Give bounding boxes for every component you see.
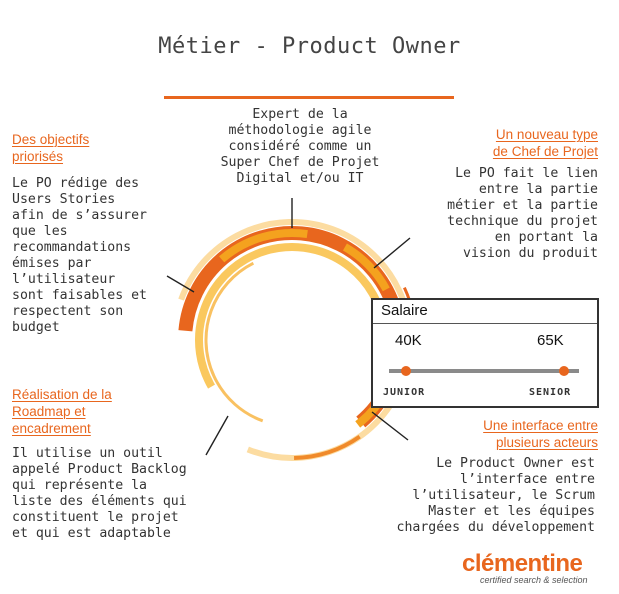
salary-title-rule [373,323,597,324]
clementine-logo: clémentine [462,550,583,577]
salary-junior-label: JUNIOR [383,387,426,398]
roadmap-heading-line-3: encadrement [12,421,91,436]
salary-junior-value: 40K [395,332,422,349]
objectifs-heading-line-2: priorisés [12,149,64,164]
connector-right [373,237,411,269]
ring-accent-arc [181,229,403,452]
interface-body: Le Product Owner est l’interface entre l… [396,456,596,535]
salary-senior-dot [559,366,569,376]
nouveau-type-body: Le PO fait le lien entre la partie métie… [447,166,598,261]
interface-heading-line-1: Une interface entre [483,418,598,433]
salary-senior-value: 65K [537,332,564,349]
ring-inner-thin-arc [204,252,380,428]
salary-range-track [389,369,579,373]
connector-left [166,275,195,293]
ring-inner-arc [194,243,389,437]
objectifs-heading-line-1: Des objectifs [12,132,90,147]
top-center-text: Expert de la méthodologie agile considér… [220,107,380,186]
page-title: Métier - Product Owner [158,34,461,59]
ring-lower-arc [172,220,412,460]
roadmap-heading-line-1: Réalisation de la [12,387,112,402]
nouveau-type-heading-line-1: Un nouveau type [495,127,598,142]
nouveau-type-heading-line-2: de Chef de Projet [492,144,598,159]
roadmap-body: Il utilise un outil appelé Product Backl… [12,446,187,541]
salary-box: Salaire 40K 65K JUNIOR SENIOR [371,298,599,408]
title-underline [164,96,454,99]
connector-bottom-left [205,415,229,456]
ring-upper-right-arc [166,214,418,466]
salary-junior-dot [401,366,411,376]
roadmap-heading-line-2: Roadmap et [12,404,86,419]
salary-title: Salaire [381,302,428,319]
salary-senior-label: SENIOR [529,387,572,398]
clementine-logo-tagline: certified search & selection [480,575,588,585]
objectifs-body: Le PO rédige des Users Stories afin de s… [12,176,147,335]
interface-heading-line-2: plusieurs acteurs [495,435,598,450]
connector-bottom-right [371,411,409,441]
